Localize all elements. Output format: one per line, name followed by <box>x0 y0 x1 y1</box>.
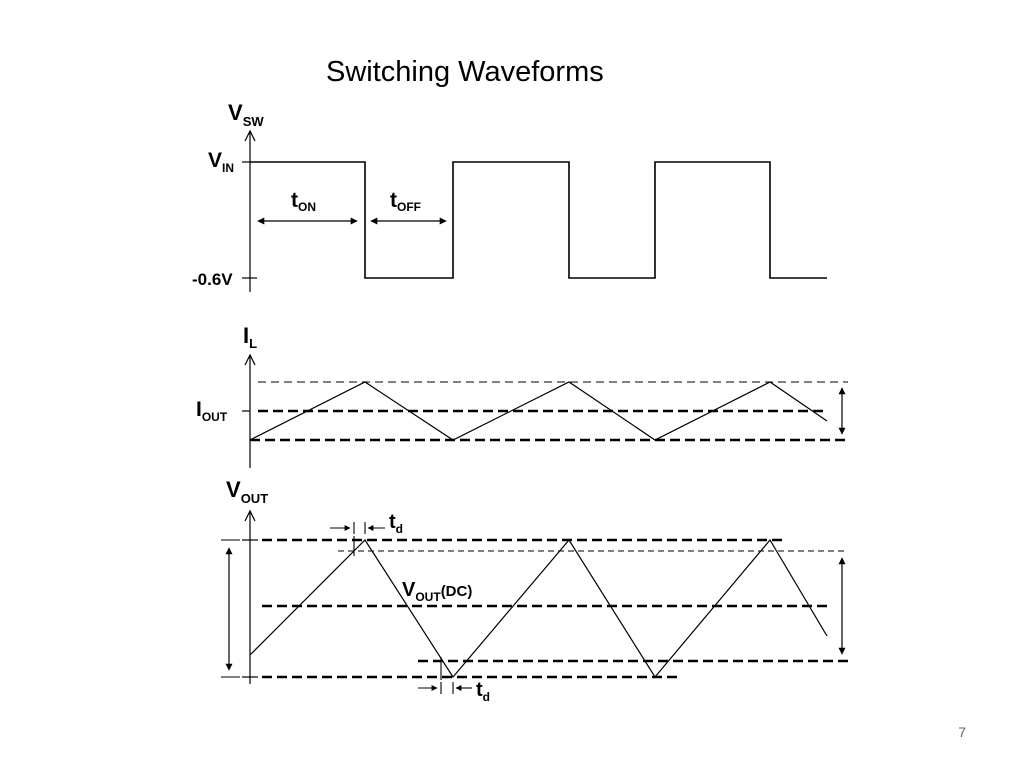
low-voltage-label: -0.6V <box>192 270 233 289</box>
delay-top-marker <box>330 522 385 556</box>
vout-dc-label: VOUT(DC) <box>402 579 472 604</box>
vin-label: VIN <box>208 149 234 175</box>
vout-axis-arrowhead <box>244 509 256 522</box>
page-number: 7 <box>958 724 966 740</box>
vsw-square-wave <box>250 161 827 279</box>
vsw-axis-label: VSW <box>228 100 264 129</box>
output-voltage-panel: VOUT VOUT(DC) td td <box>221 477 848 704</box>
vsw-axis-arrowhead <box>244 129 256 142</box>
delay-top-label: td <box>389 511 403 536</box>
slide-title: Switching Waveforms <box>326 56 604 88</box>
iout-label: IOUT <box>196 398 228 424</box>
inductor-current-panel: IL IOUT <box>196 323 848 468</box>
switch-voltage-panel: VSW VIN -0.6V tON tOFF <box>192 100 827 292</box>
ton-label: tON <box>291 189 316 214</box>
vout-ripple-wave <box>249 538 828 679</box>
il-axis-label: IL <box>243 323 257 351</box>
delay-bottom-label: td <box>476 679 490 704</box>
vout-axis-label: VOUT <box>226 477 268 506</box>
delay-bottom-marker <box>418 657 472 694</box>
il-triangle-wave <box>249 381 828 441</box>
toff-label: tOFF <box>390 189 421 214</box>
il-axis-arrowhead <box>244 353 256 366</box>
